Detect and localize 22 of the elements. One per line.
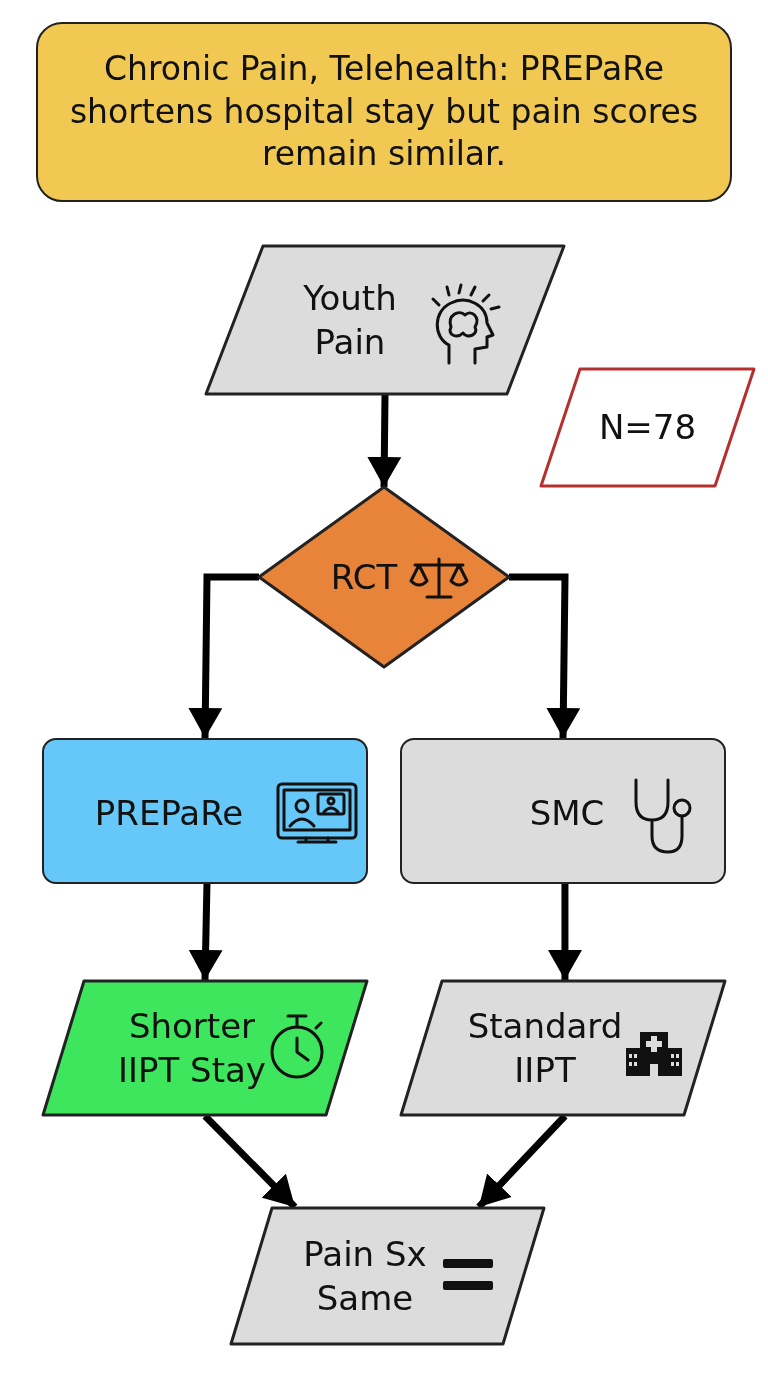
output-parallelogram <box>400 980 726 1116</box>
title-banner: Chronic Pain, Telehealth: PREPaRe shortens hospital stay but pain scores remain similar. <box>36 22 732 202</box>
node-label: Pain Sx Same <box>302 1232 428 1320</box>
arrow <box>367 394 402 488</box>
result-parallelogram <box>230 1207 545 1345</box>
input-parallelogram <box>205 245 565 395</box>
node-label: SMC <box>529 791 605 835</box>
output-parallelogram <box>42 980 368 1116</box>
node-label: PREPaRe <box>94 791 244 835</box>
arrow <box>188 883 223 981</box>
process-box <box>400 738 726 884</box>
node-label: RCT <box>330 555 398 599</box>
decision-diamond <box>259 487 509 667</box>
arrow <box>547 884 582 980</box>
node-label: Standard IIPT <box>466 1004 624 1092</box>
arrow <box>188 573 259 739</box>
note-parallelogram <box>540 368 755 487</box>
node-label: Youth Pain <box>302 276 398 364</box>
arrow <box>509 573 581 739</box>
node-label: N=78 <box>598 406 697 450</box>
node-label: Shorter IIPT Stay <box>117 1004 267 1092</box>
process-box <box>42 738 368 884</box>
